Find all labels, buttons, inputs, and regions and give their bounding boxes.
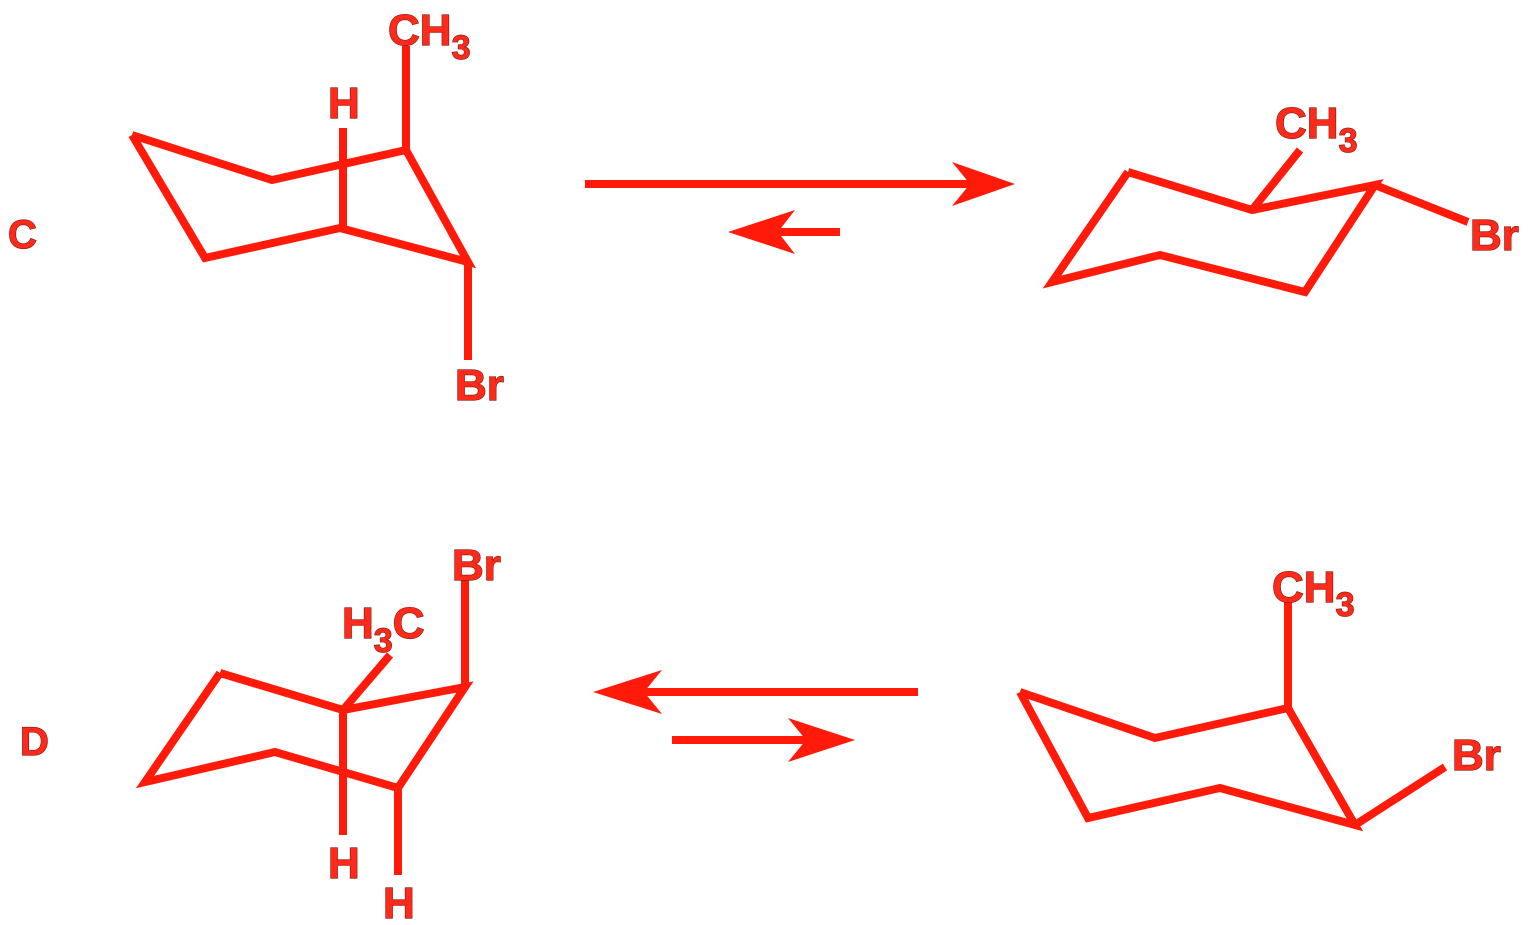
atom-h3c-d-left: H3C	[342, 599, 424, 660]
atom-br-d-left: Br	[452, 541, 501, 590]
bond-h3c-d-left	[339, 652, 394, 713]
ring-d-left	[135, 669, 474, 793]
atom-ch3-d-right: CH3	[1272, 563, 1354, 624]
ring-c-left	[128, 131, 477, 269]
chair-d-right: CH3 Br	[1016, 562, 1502, 832]
atom-ch3-c-left: CH3	[388, 6, 470, 67]
atom-br-c-right: Br	[1470, 211, 1519, 260]
ring-d-right	[1016, 688, 1364, 832]
row-label-d: D	[20, 720, 49, 764]
chair-c-left: CH3 H Br	[128, 5, 505, 411]
arrow-c-reverse-head	[728, 210, 795, 254]
row-label-c: C	[8, 213, 37, 257]
arrow-d-forward-head	[788, 718, 855, 762]
arrow-c-forward-head	[952, 162, 1015, 206]
atom-h1-d-left: H	[328, 839, 360, 888]
atom-h2-d-left: H	[383, 879, 415, 925]
ring-c-right	[1042, 168, 1384, 297]
bond-br-c-right	[1373, 181, 1470, 226]
chair-d-left: Br H3C H H	[135, 540, 502, 925]
bond-br-d-right	[1352, 763, 1448, 829]
equilibrium-arrows-c	[585, 162, 1015, 254]
bond-ch3-c-right	[1248, 147, 1304, 213]
atom-h-c-left: H	[328, 79, 360, 128]
arrow-d-reverse-head	[593, 670, 662, 714]
equilibrium-arrows-d	[593, 670, 918, 762]
atom-br-c-left: Br	[455, 361, 504, 410]
chair-c-right: CH3 Br	[1042, 98, 1520, 297]
atom-ch3-c-right: CH3	[1275, 99, 1357, 160]
atom-br-d-right: Br	[1452, 731, 1501, 780]
